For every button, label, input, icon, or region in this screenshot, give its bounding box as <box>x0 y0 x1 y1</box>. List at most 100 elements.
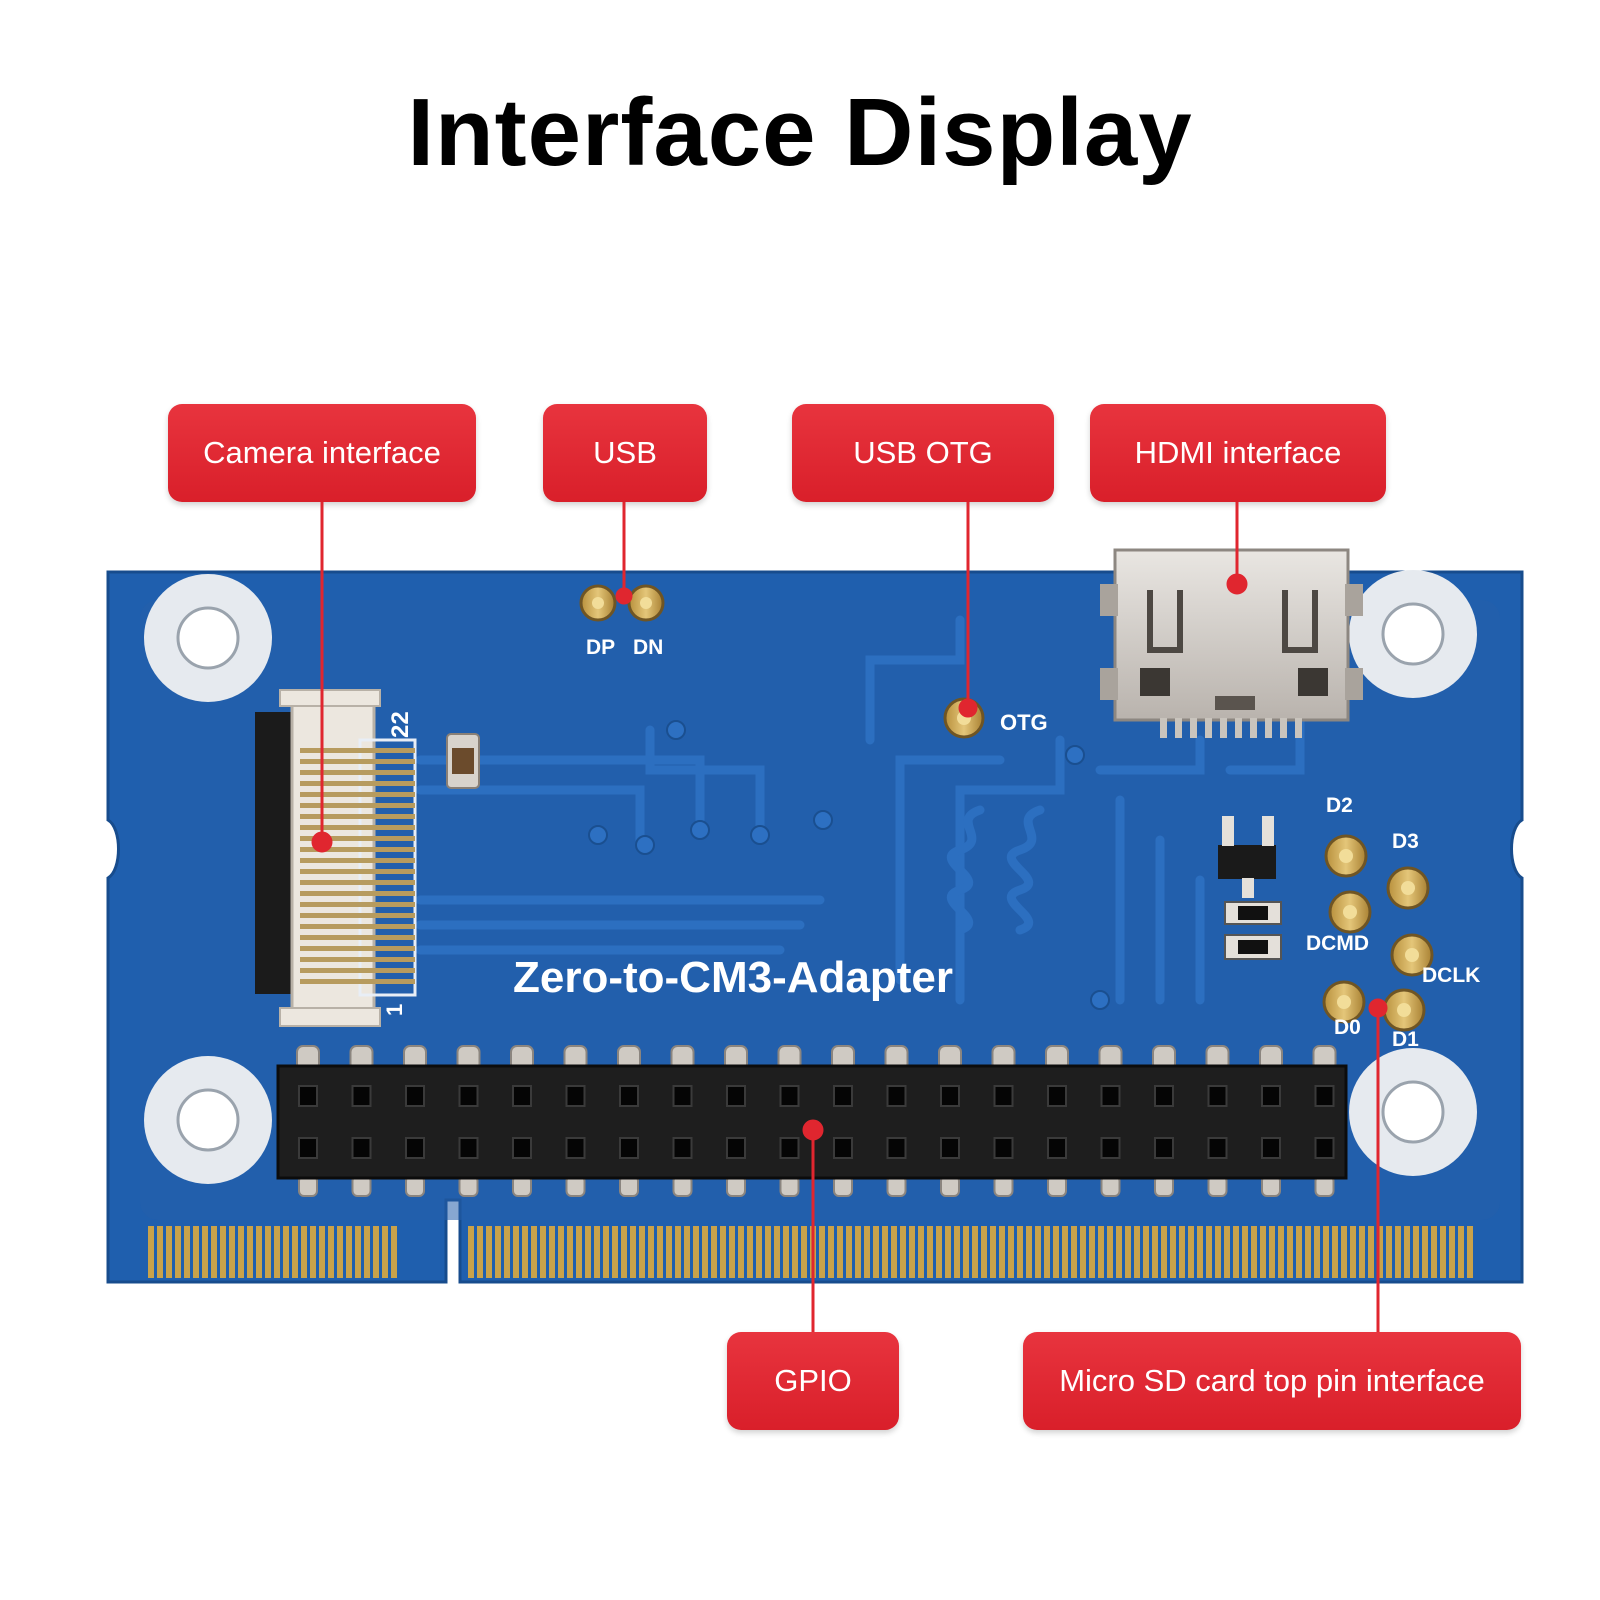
gold-finger <box>202 1226 208 1278</box>
gold-finger <box>211 1226 217 1278</box>
fpc-pin <box>300 946 415 951</box>
gold-finger <box>1341 1226 1347 1278</box>
silkscreen-dcmd: DCMD <box>1306 932 1369 955</box>
gold-finger <box>364 1226 370 1278</box>
gold-finger <box>256 1226 262 1278</box>
gold-finger <box>702 1226 708 1278</box>
gold-finger <box>1197 1226 1203 1278</box>
gold-finger <box>1098 1226 1104 1278</box>
callout-microsd-interface: Micro SD card top pin interface <box>1023 1332 1521 1430</box>
gold-finger <box>630 1226 636 1278</box>
gold-finger <box>594 1226 600 1278</box>
gpio-pin-holes <box>298 1085 1335 1159</box>
gold-finger <box>738 1226 744 1278</box>
gold-finger <box>711 1226 717 1278</box>
gold-finger <box>1377 1226 1383 1278</box>
hdmi-pin <box>1175 718 1182 738</box>
gold-finger <box>1107 1226 1113 1278</box>
gold-finger <box>1116 1226 1122 1278</box>
gpio-hole <box>993 1137 1014 1159</box>
gold-finger <box>1458 1226 1464 1278</box>
silkscreen-d2: D2 <box>1326 794 1353 817</box>
gpio-solder-joints <box>296 1045 1337 1197</box>
smd-resistors <box>1224 901 1282 960</box>
gpio-hole <box>1154 1085 1174 1107</box>
hdmi-connector <box>1100 548 1363 738</box>
gold-finger <box>1080 1226 1086 1278</box>
fpc-pin <box>300 781 415 786</box>
fpc-pin <box>300 748 415 753</box>
gold-finger <box>963 1226 969 1278</box>
gold-finger <box>666 1226 672 1278</box>
sot-transistor <box>1218 816 1276 898</box>
fpc-pin <box>300 935 415 940</box>
gold-finger <box>648 1226 654 1278</box>
gpio-hole <box>351 1085 372 1107</box>
gold-finger <box>972 1226 978 1278</box>
fpc-pin <box>300 869 415 874</box>
gold-finger <box>612 1226 618 1278</box>
gold-finger <box>684 1226 690 1278</box>
gold-finger <box>567 1226 573 1278</box>
gold-finger <box>1260 1226 1266 1278</box>
gold-finger <box>148 1226 154 1278</box>
callout-label: Camera interface <box>203 435 441 470</box>
hdmi-pin <box>1160 718 1167 738</box>
gold-finger <box>1323 1226 1329 1278</box>
sd-pad-center <box>1401 881 1415 895</box>
gold-finger <box>292 1226 298 1278</box>
fpc-pin <box>300 979 415 984</box>
fpc-pin <box>300 891 415 896</box>
gold-finger <box>495 1226 501 1278</box>
gold-finger <box>1143 1226 1149 1278</box>
fpc-pin <box>300 957 415 962</box>
fpc-pin <box>300 814 415 819</box>
gold-finger <box>1332 1226 1338 1278</box>
gold-finger <box>558 1226 564 1278</box>
gold-finger <box>1134 1226 1140 1278</box>
gpio-hole <box>1314 1085 1335 1107</box>
gold-finger <box>382 1226 388 1278</box>
gold-finger <box>337 1226 343 1278</box>
gold-finger <box>1251 1226 1257 1278</box>
gold-finger <box>756 1226 762 1278</box>
callout-label: USB OTG <box>853 435 993 470</box>
gold-finger <box>310 1226 316 1278</box>
gold-finger <box>792 1226 798 1278</box>
gold-finger <box>1170 1226 1176 1278</box>
gpio-hole <box>512 1085 532 1107</box>
gold-finger <box>657 1226 663 1278</box>
gold-finger <box>1395 1226 1401 1278</box>
gold-finger <box>1152 1226 1158 1278</box>
gpio-hole <box>1314 1137 1335 1159</box>
gold-finger <box>283 1226 289 1278</box>
smd-component <box>446 733 480 789</box>
silkscreen-dclk: DCLK <box>1422 964 1480 987</box>
callout-label: USB <box>593 435 657 470</box>
gold-finger <box>927 1226 933 1278</box>
board-name: Zero-to-CM3-Adapter <box>513 953 953 1002</box>
gpio-hole <box>886 1137 907 1159</box>
gold-finger <box>175 1226 181 1278</box>
gpio-hole <box>565 1137 586 1159</box>
gold-finger <box>1287 1226 1293 1278</box>
gold-finger <box>873 1226 879 1278</box>
mounting-hole-bottom-left <box>144 1056 272 1184</box>
gold-finger <box>184 1226 190 1278</box>
gold-finger <box>1179 1226 1185 1278</box>
gold-finger <box>576 1226 582 1278</box>
gpio-hole <box>1100 1085 1121 1107</box>
fpc-pin <box>300 913 415 918</box>
gold-finger <box>238 1226 244 1278</box>
gold-finger <box>1359 1226 1365 1278</box>
gpio-hole <box>940 1137 960 1159</box>
gold-finger <box>1431 1226 1437 1278</box>
gpio-hole <box>1047 1085 1067 1107</box>
gold-finger <box>891 1226 897 1278</box>
sd-pad-center <box>1337 995 1351 1009</box>
gold-finger <box>1422 1226 1428 1278</box>
gpio-hole <box>1261 1137 1281 1159</box>
gold-finger <box>585 1226 591 1278</box>
gold-finger <box>882 1226 888 1278</box>
gold-finger <box>1035 1226 1041 1278</box>
